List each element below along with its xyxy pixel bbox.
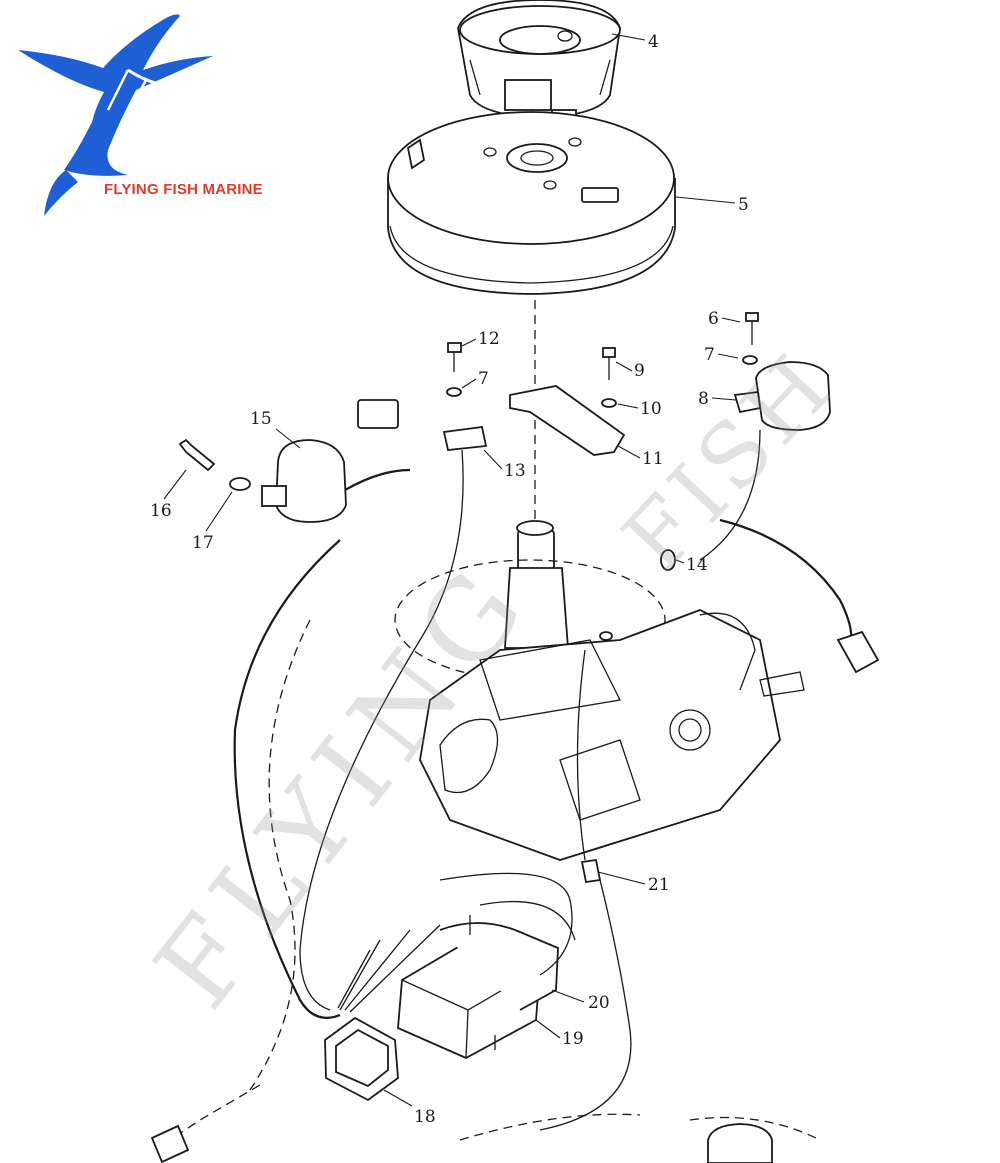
brand-logo: FLYING FISH MARINE [8, 10, 298, 230]
callout-6: 6 [708, 309, 719, 329]
callout-12: 12 [478, 329, 500, 349]
callout-21: 21 [648, 875, 670, 895]
callout-10: 10 [640, 399, 662, 419]
part-starter-hub [457, 0, 621, 138]
brand-name: FLYING FISH MARINE [104, 181, 263, 198]
part-stop-switch [178, 399, 411, 523]
callout-13: 13 [504, 461, 526, 481]
callout-20: 20 [588, 993, 610, 1013]
callout-8: 8 [698, 389, 709, 409]
callout-17: 17 [192, 533, 214, 553]
callout-5: 5 [738, 195, 749, 215]
part-key [660, 549, 676, 571]
callout-14: 14 [686, 555, 708, 575]
callout-7b: 7 [478, 369, 489, 389]
callout-19: 19 [562, 1029, 584, 1049]
part-flywheel [387, 111, 676, 295]
callout-18: 18 [414, 1107, 436, 1127]
callout-7a: 7 [704, 345, 715, 365]
part-ignition-coil [699, 312, 831, 561]
callout-15: 15 [250, 409, 272, 429]
callout-11: 11 [642, 449, 664, 469]
part-engine-block [394, 520, 805, 861]
flying-fish-icon [18, 14, 213, 216]
callout-4: 4 [648, 32, 659, 52]
callout-16: 16 [150, 501, 172, 521]
part-bracket [324, 1016, 399, 1102]
callout-9: 9 [634, 361, 645, 381]
part-screws-bracket [442, 342, 626, 456]
callout-leaders [163, 33, 741, 1107]
part-cdi-unit [397, 915, 559, 1060]
callout-numbers: 4 5 6 7 8 12 7 9 10 11 13 15 16 17 14 21… [150, 32, 749, 1127]
wiring-harness [150, 449, 880, 1163]
part-grommet [580, 858, 602, 884]
